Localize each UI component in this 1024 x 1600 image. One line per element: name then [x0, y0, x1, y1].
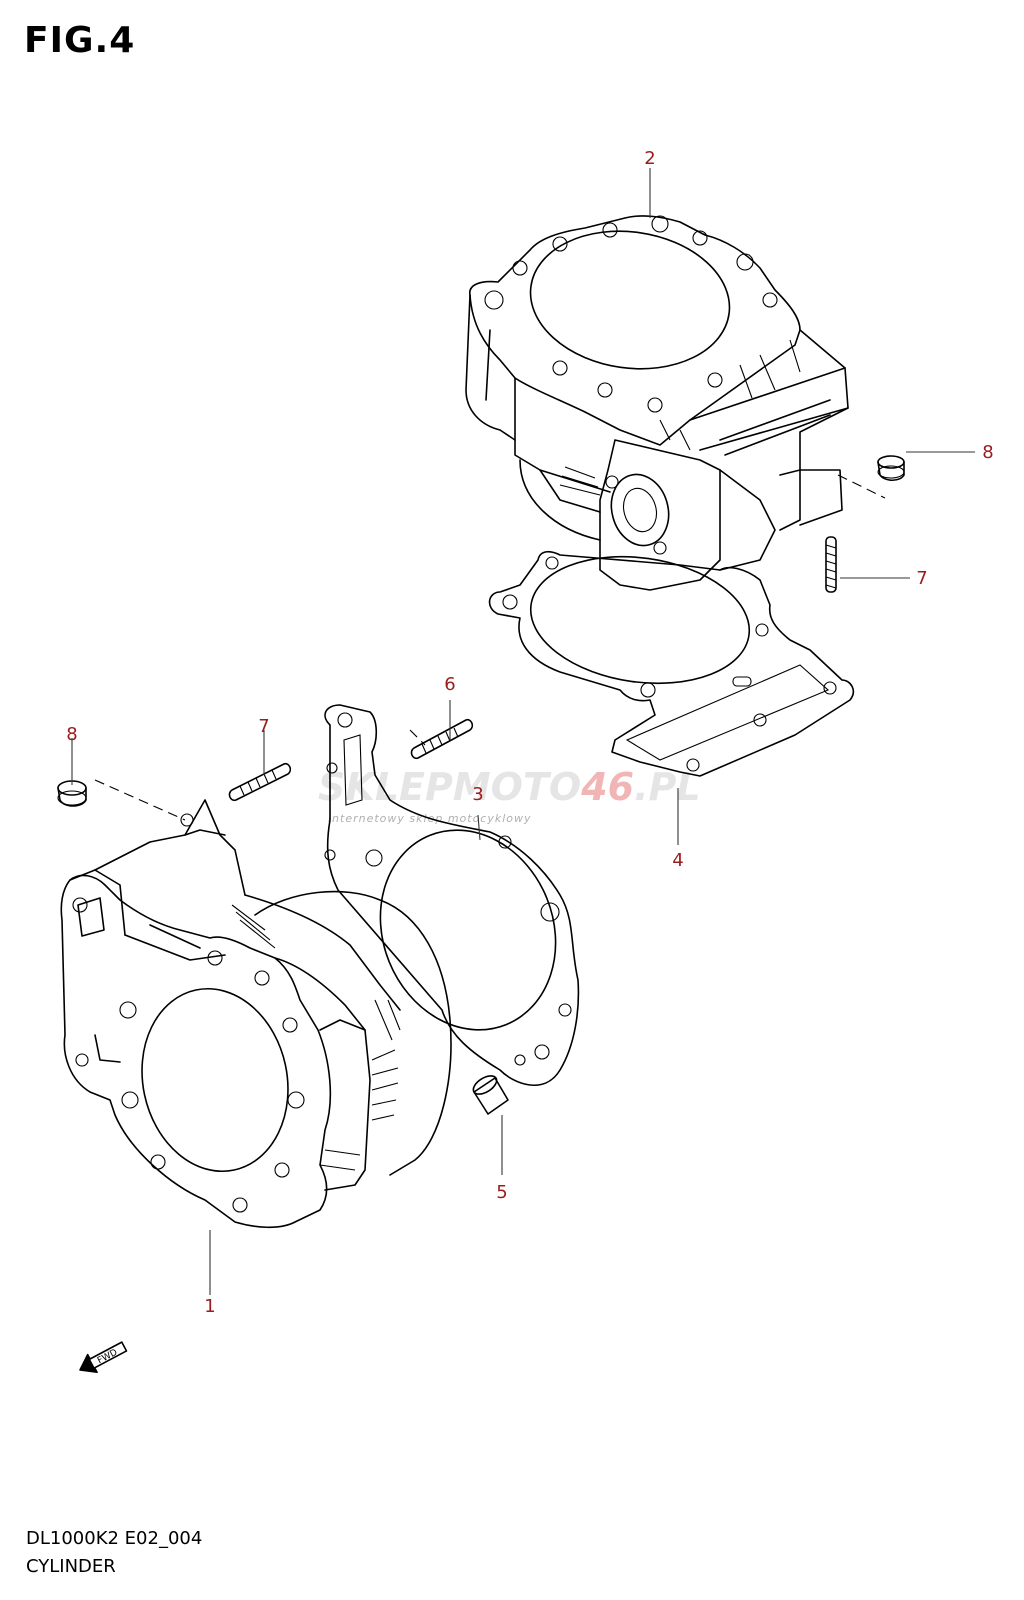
callout-1: 1 — [204, 1296, 215, 1317]
callout-7-left: 7 — [258, 716, 269, 737]
figure-title: FIG.4 — [24, 20, 136, 61]
watermark-brand-main: SKLEPMOTO — [318, 765, 581, 809]
callout-4: 4 — [672, 850, 683, 871]
callout-8-right: 8 — [982, 442, 993, 463]
part-2-cylinder-rear — [465, 215, 849, 591]
model-code: DL1000K2 E02_004 — [26, 1528, 203, 1549]
callout-5: 5 — [496, 1182, 507, 1203]
part-3-gasket-front — [324, 704, 580, 1086]
watermark-brand-suffix: .PL — [634, 765, 701, 809]
part-8-nut-right — [877, 455, 905, 482]
callout-labels: 2 8 7 6 7 8 3 4 1 5 — [66, 148, 993, 1317]
callout-6: 6 — [444, 674, 455, 695]
part-7-stud-right — [825, 536, 837, 593]
leader-lines — [71, 168, 975, 1295]
figure-caption: CYLINDER — [26, 1556, 116, 1577]
alignment-lines — [94, 474, 886, 821]
callout-2: 2 — [644, 148, 655, 169]
watermark-brand-accent: 46 — [580, 765, 634, 809]
part-4-gasket-rear — [488, 550, 855, 777]
watermark: SKLEPMOTO46.PL internetowy sklep motocyk… — [318, 765, 701, 825]
part-7-stud-left — [228, 762, 292, 802]
callout-3: 3 — [472, 784, 483, 805]
svg-text:SKLEPMOTO46.PL: SKLEPMOTO46.PL — [318, 765, 701, 809]
fwd-label: FWD — [96, 1348, 119, 1367]
part-6-stud — [410, 718, 474, 760]
fwd-arrow-icon: FWD — [79, 1341, 128, 1374]
part-5-dowel-pin — [472, 1075, 509, 1115]
callout-7-right: 7 — [916, 568, 927, 589]
callout-8-left: 8 — [66, 724, 77, 745]
part-1-cylinder-front — [60, 799, 452, 1229]
